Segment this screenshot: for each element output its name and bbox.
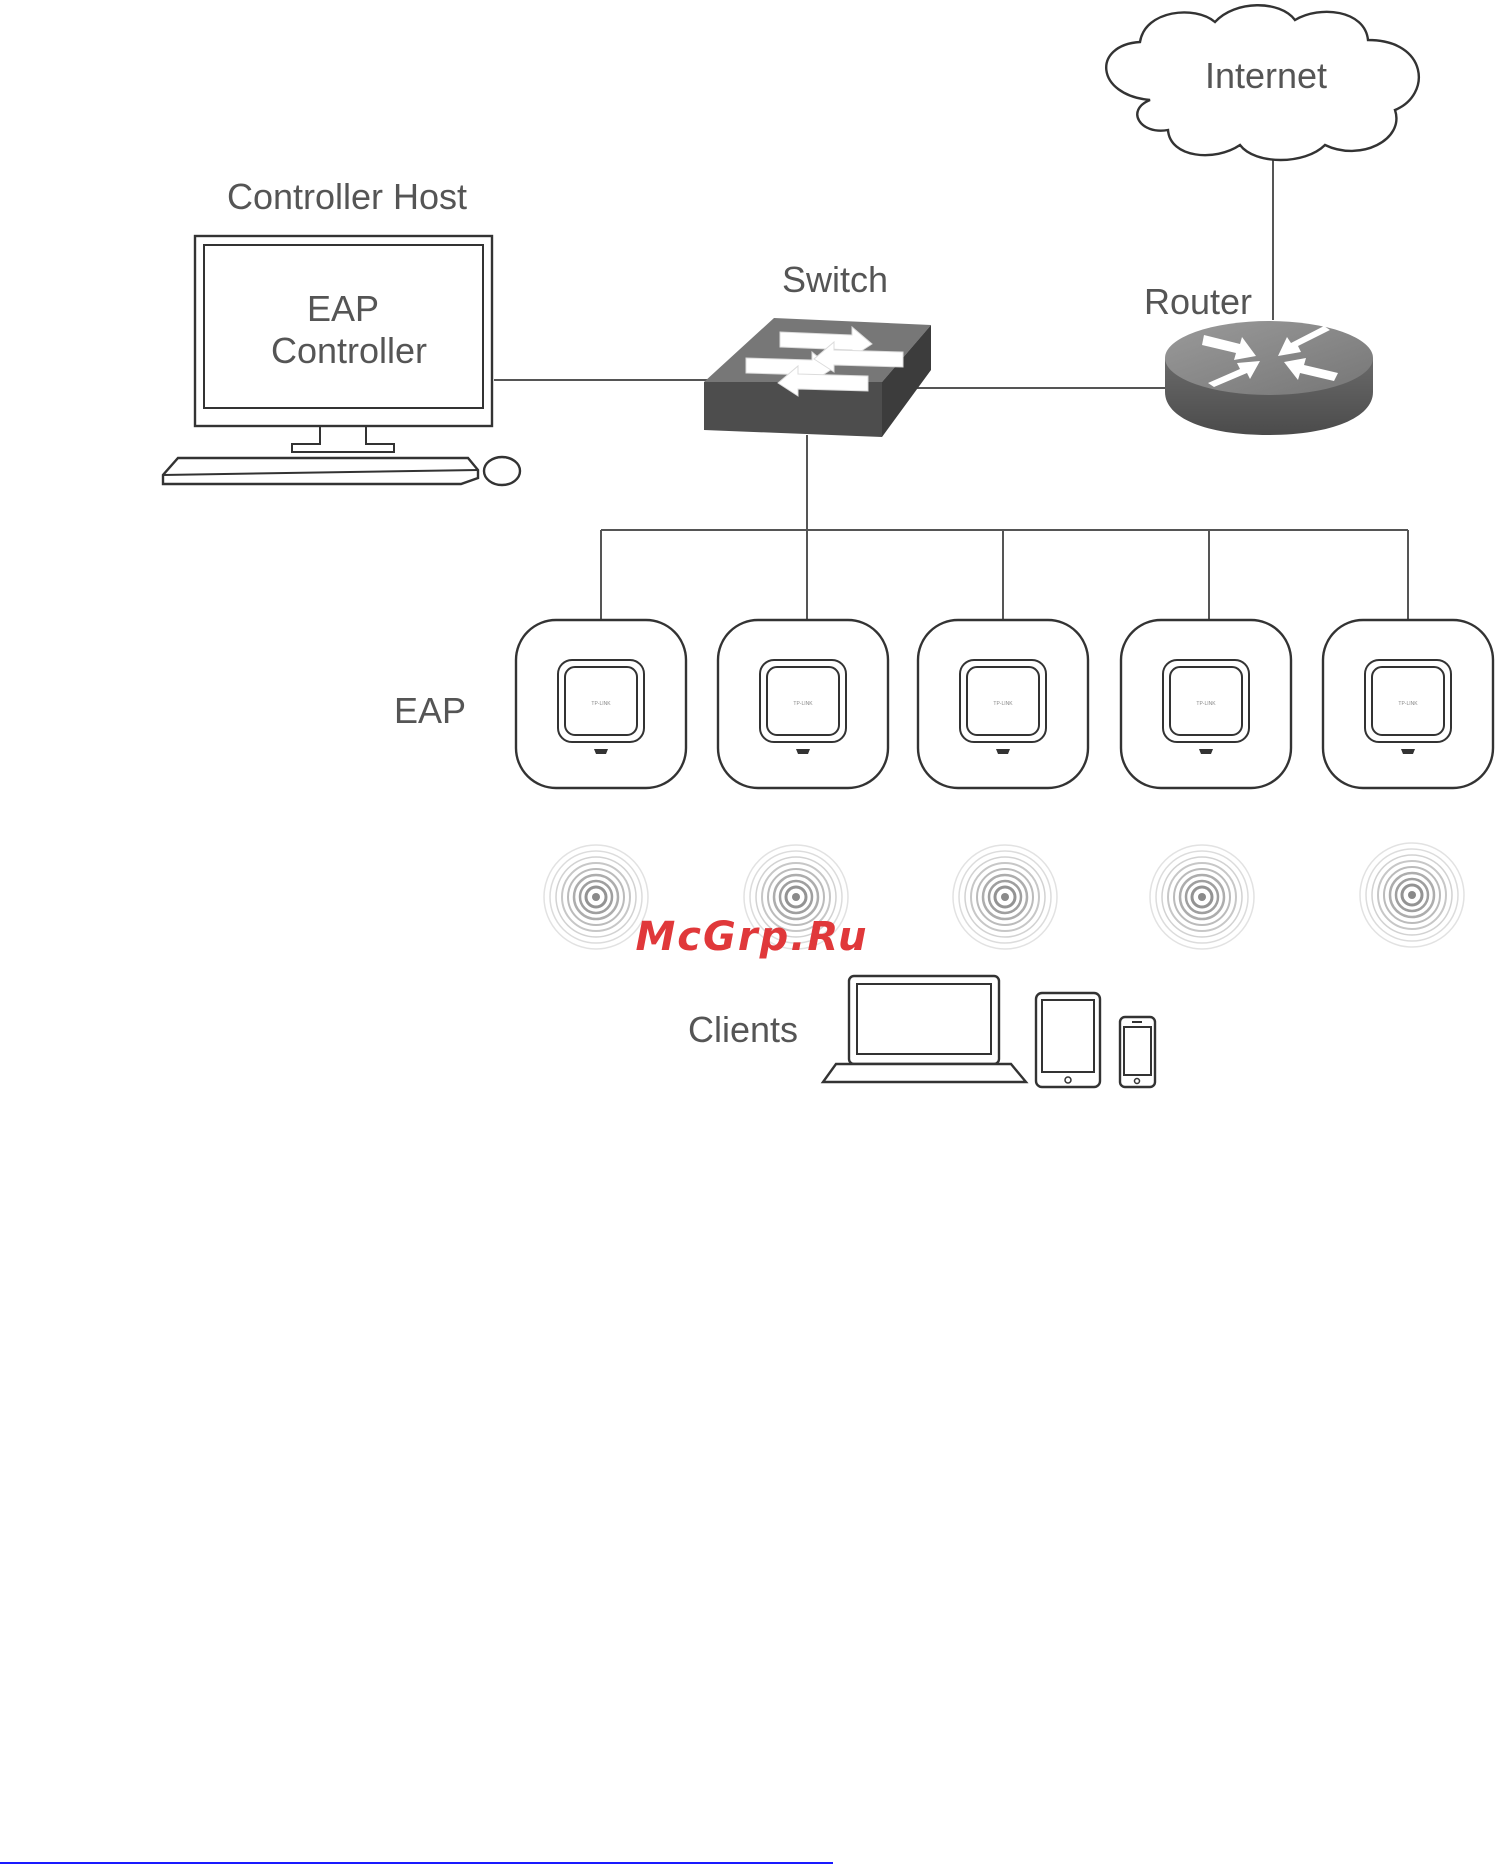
mouse-icon (484, 457, 520, 485)
monitor-stand (292, 426, 394, 452)
wifi-waves-icon (1360, 843, 1464, 947)
watermark-text: McGrp.Ru (636, 914, 869, 960)
wifi-signal-1 (544, 845, 648, 949)
controller-host-label: Controller Host (227, 176, 467, 217)
smartphone-icon (1120, 1017, 1155, 1087)
access-point-1: TP-LINK (516, 620, 686, 788)
footer-link-underline[interactable] (0, 1862, 833, 1864)
access-point-3: TP-LINK (918, 620, 1088, 788)
wifi-signal-5 (1360, 843, 1464, 947)
wifi-waves-icon (544, 845, 648, 949)
router-icon (1165, 321, 1373, 435)
ap-brand-label: TP-LINK (1196, 701, 1216, 707)
switch: Switch (704, 259, 931, 437)
access-point-2: TP-LINK (718, 620, 888, 788)
router: Router (1144, 281, 1373, 435)
access-point-4: TP-LINK (1121, 620, 1291, 788)
wifi-signal-4 (1150, 845, 1254, 949)
ap-brand-label: TP-LINK (993, 701, 1013, 707)
wifi-signal-3 (953, 845, 1057, 949)
keyboard-icon (163, 458, 478, 484)
wifi-waves-icon (953, 845, 1057, 949)
ap-brand-label: TP-LINK (591, 701, 611, 707)
tablet-icon (1036, 993, 1100, 1087)
router-label: Router (1144, 281, 1252, 322)
clients-label: Clients (688, 1009, 798, 1050)
switch-label: Switch (782, 259, 888, 300)
access-point-5: TP-LINK (1323, 620, 1493, 788)
clients: Clients (688, 976, 1155, 1087)
laptop-icon (823, 976, 1026, 1082)
internet-cloud: Internet (1106, 5, 1419, 160)
switch-icon (704, 318, 931, 437)
eap-controller-label-line2: Controller (271, 330, 427, 371)
eap-controller-label-line1: EAP (307, 288, 379, 329)
controller-host: Controller Host EAP Controller (163, 176, 520, 485)
ap-brand-label: TP-LINK (1398, 701, 1418, 707)
wifi-waves-icon (1150, 845, 1254, 949)
eap-label: EAP (394, 690, 466, 731)
ap-brand-label: TP-LINK (793, 701, 813, 707)
internet-label: Internet (1205, 55, 1327, 96)
